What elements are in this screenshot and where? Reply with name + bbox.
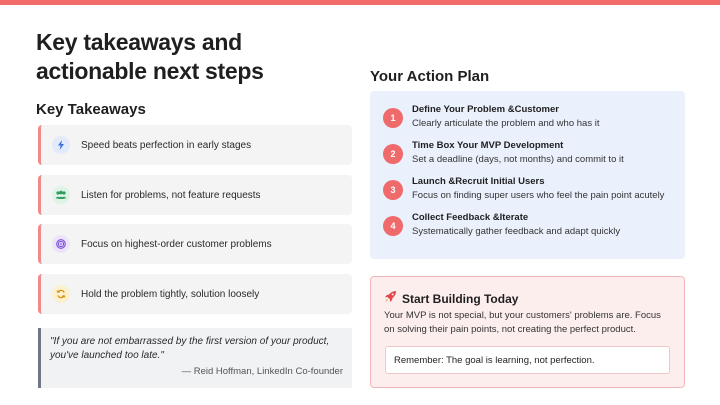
rocket-icon xyxy=(384,290,397,308)
step-number-badge: 4 xyxy=(383,216,403,236)
takeaway-card-focus: Focus on highest-order customer problems xyxy=(38,224,352,264)
reminder-box: Remember: The goal is learning, not perf… xyxy=(385,346,670,374)
step-title: Collect Feedback &Iterate xyxy=(412,212,529,223)
step-description: Set a deadline (days, not months) and co… xyxy=(412,154,624,165)
start-building-header: Start Building Today xyxy=(384,290,518,308)
action-plan-panel: 1 Define Your Problem &Customer Clearly … xyxy=(370,91,685,259)
top-accent-bar xyxy=(0,0,720,5)
target-icon xyxy=(52,235,70,253)
start-building-text: Your MVP is not special, but your custom… xyxy=(384,310,661,335)
step-title: Time Box Your MVP Development xyxy=(412,140,564,151)
step-description: Focus on finding super users who feel th… xyxy=(412,190,665,201)
takeaway-text: Focus on highest-order customer problems xyxy=(81,238,272,250)
takeaway-card-hold: Hold the problem tightly, solution loose… xyxy=(38,274,352,314)
quote-text: "If you are not embarrassed by the first… xyxy=(50,336,330,361)
action-plan-heading: Your Action Plan xyxy=(370,68,490,85)
refresh-icon xyxy=(52,285,70,303)
step-number-badge: 2 xyxy=(383,144,403,164)
page-title: Key takeaways and actionable next steps xyxy=(36,29,264,84)
step-number-badge: 3 xyxy=(383,180,403,200)
takeaway-text: Listen for problems, not feature request… xyxy=(81,189,261,201)
users-icon xyxy=(52,186,70,204)
step-number-badge: 1 xyxy=(383,108,403,128)
start-building-title: Start Building Today xyxy=(402,292,519,306)
takeaway-card-listen: Listen for problems, not feature request… xyxy=(38,175,352,215)
takeaway-text: Speed beats perfection in early stages xyxy=(81,139,252,151)
quote-block: "If you are not embarrassed by the first… xyxy=(38,328,352,388)
key-takeaways-heading: Key Takeaways xyxy=(36,101,146,118)
takeaway-text: Hold the problem tightly, solution loose… xyxy=(81,288,260,300)
step-title: Define Your Problem &Customer xyxy=(412,104,559,115)
takeaway-card-speed: Speed beats perfection in early stages xyxy=(38,125,352,165)
start-building-panel: Start Building Today Your MVP is not spe… xyxy=(370,276,685,388)
quote-author: — Reid Hoffman, LinkedIn Co-founder xyxy=(181,366,343,377)
step-title: Launch &Recruit Initial Users xyxy=(412,176,545,187)
step-description: Systematically gather feedback and adapt… xyxy=(412,226,621,237)
lightning-icon xyxy=(52,136,70,154)
step-description: Clearly articulate the problem and who h… xyxy=(412,118,600,129)
